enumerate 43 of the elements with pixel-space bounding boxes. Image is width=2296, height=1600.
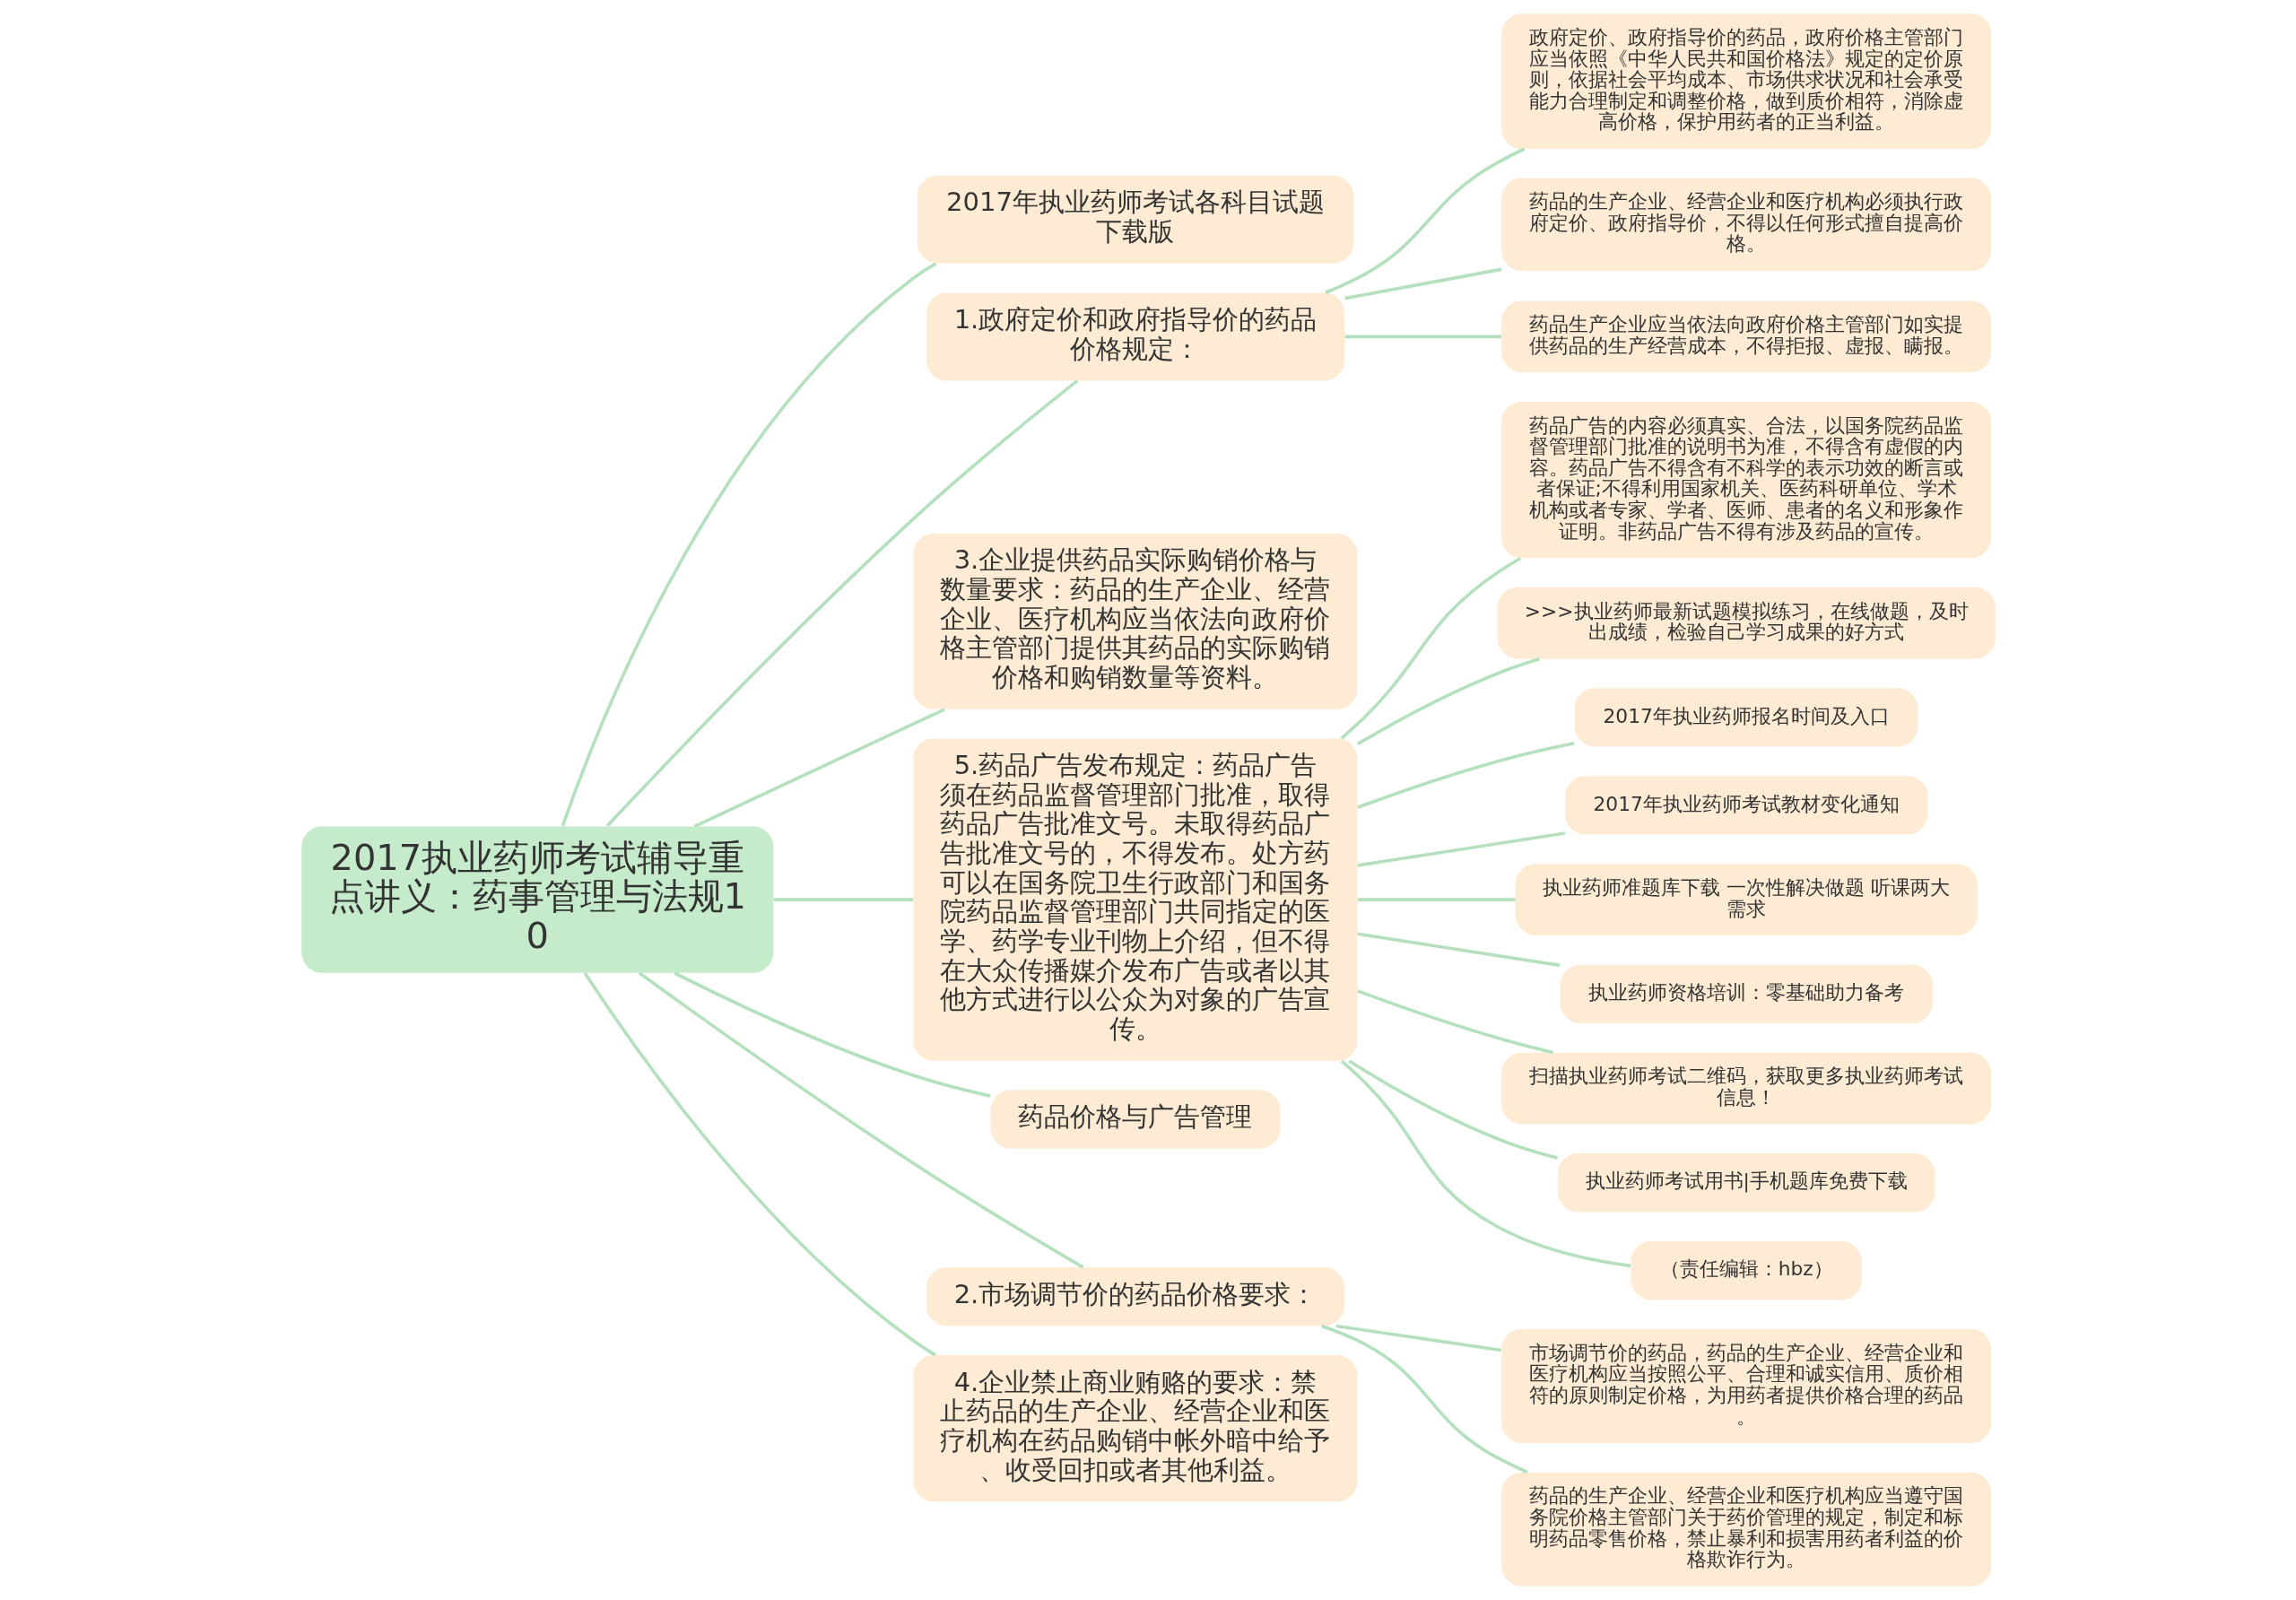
connector (605, 379, 1078, 828)
node-box: 3.企业提供药品实际购销价格与数量要求：药品的生产企业、经营企业、医疗机构应当依法向政府价格主管部门提供其药品的实际购销价格和购销数量等资料。 (912, 533, 1358, 709)
node-box: >>>执业药师最新试题模拟练习，在线做题，及时出成绩，检验自己学习成果的好方式 (1497, 587, 1996, 659)
node-box: 药品价格与广告管理 (990, 1090, 1280, 1149)
connector (1335, 1324, 1501, 1352)
connector (1344, 267, 1501, 300)
node-box: 2017年执业药师考试教材变化通知 (1564, 776, 1927, 835)
connector (1356, 657, 1540, 746)
connector (693, 708, 945, 829)
node-box: 2017执业药师考试辅导重点讲义：药事管理与法规10 (300, 826, 773, 973)
node-box: 1.政府定价和政府指导价的药品价格规定： (926, 292, 1344, 381)
node-box: 2017年执业药师报名时间及入口 (1574, 688, 1918, 747)
connector (1344, 335, 1501, 339)
connector (561, 262, 936, 827)
connector (1356, 742, 1575, 809)
node-box: 政府定价、政府指导价的药品，政府价格主管部门应当依照《中华人民共和国价格法》规定的定价原则，依据社会平均成本、市场供求状况和社会承受能力合理制定和调整价格，做到质价相符，消除虚高价格，保护用药者的正当利益。 (1500, 13, 1991, 149)
connector (1357, 898, 1516, 901)
node-box: 药品广告的内容必须真实、合法，以国务院药品监督管理部门批准的说明书为准，不得含有虚假的内容。药品广告不得含有不科学的表示功效的断言或者保证;不得利用国家机关、医药科研单位、学术机构或者专家、学者、医师、患者的名义和形象作证明。非药品广告不得有涉及药品的宣传。 (1500, 402, 1991, 559)
connector (1357, 932, 1561, 968)
connector (773, 898, 913, 901)
node-box: （责任编辑：hbz） (1630, 1241, 1862, 1300)
connector (582, 971, 936, 1357)
connector (1357, 831, 1565, 867)
node-box: 药品生产企业应当依法向政府价格主管部门如实提供药品的生产经营成本，不得拒报、虚报、瞒报。 (1500, 300, 1991, 373)
connector (673, 971, 990, 1098)
connector (1340, 556, 1521, 740)
node-box: 5.药品广告发布规定：药品广告须在药品监督管理部门批准，取得药品广告批准文号。未取得药品广告批准文号的，不得发布。处方药可以在国务院卫生行政部门和国务院药品监督管理部门共同指定的医学、药学专业刊物上介绍，但不得在大众传播媒介发布广告或者以其他方式进行以公众为对象的广告宣传。 (912, 738, 1358, 1061)
node-box: 4.企业禁止商业贿赂的要求：禁止药品的生产企业、经营企业和医疗机构在药品购销中帐外暗中给予、收受回扣或者其他利益。 (912, 1355, 1358, 1502)
connector (1356, 989, 1553, 1055)
node-box: 执业药师资格培训：零基础助力备考 (1559, 964, 1933, 1023)
node-box: 药品的生产企业、经营企业和医疗机构应当遵守国务院价格主管部门关于药价管理的规定，制定和标明药品零售价格，禁止暴利和损害用药者利益的价格欺诈行为。 (1500, 1472, 1991, 1587)
connector (638, 971, 1083, 1269)
node-box: 执业药师准题库下载 一次性解决做题 听课两大需求 (1515, 864, 1978, 935)
connector (1320, 1324, 1528, 1474)
connector (1324, 147, 1525, 294)
connector (1340, 1059, 1631, 1268)
node-box: 2017年执业药师考试各科目试题下载版 (917, 175, 1353, 264)
node-box: 2.市场调节价的药品价格要求： (926, 1267, 1344, 1326)
node-box: 执业药师考试用书|手机题库免费下载 (1557, 1153, 1935, 1213)
connector (1347, 1059, 1558, 1160)
node-box: 市场调节价的药品，药品的生产企业、经营企业和医疗机构应当按照公平、合理和诚实信用、质价相符的原则制定价格，为用药者提供价格合理的药品。 (1500, 1329, 1991, 1444)
node-box: 药品的生产企业、经营企业和医疗机构必须执行政府定价、政府指导价，不得以任何形式擅自提高价格。 (1500, 178, 1991, 271)
node-box: 扫描执业药师考试二维码，获取更多执业药师考试信息！ (1500, 1052, 1991, 1125)
